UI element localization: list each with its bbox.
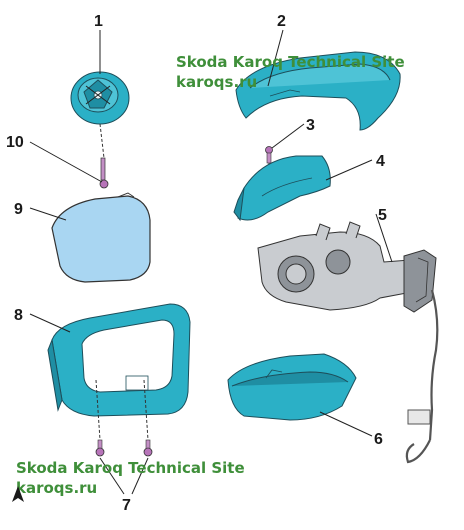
callout-7: 7 bbox=[122, 497, 131, 514]
part-10-screw bbox=[99, 123, 109, 189]
part-8-housing-frame bbox=[47, 303, 191, 417]
callout-4: 4 bbox=[376, 153, 385, 170]
watermark-top-line2: karoqs.ru bbox=[176, 73, 257, 91]
callout-2: 2 bbox=[277, 13, 286, 30]
watermark-bottom-line2: karoqs.ru bbox=[16, 479, 97, 497]
callout-1: 1 bbox=[94, 13, 103, 30]
callout-6: 6 bbox=[374, 431, 383, 448]
part-6-lower-cover bbox=[227, 353, 357, 421]
callout-5: 5 bbox=[378, 207, 387, 224]
arrow-marker-icon bbox=[12, 486, 24, 502]
part-7-screws bbox=[95, 379, 153, 457]
part-2-mirror-cap bbox=[235, 51, 401, 131]
watermark-bottom-line1: Skoda Karoq Technical Site bbox=[16, 459, 245, 477]
part-5-mirror-base bbox=[257, 221, 439, 464]
part-9-mirror-glass bbox=[51, 192, 151, 283]
callout-8: 8 bbox=[14, 307, 23, 324]
callout-3: 3 bbox=[306, 117, 315, 134]
callout-10: 10 bbox=[6, 134, 24, 151]
callout-9: 9 bbox=[14, 201, 23, 218]
watermark-top-line1: Skoda Karoq Technical Site bbox=[176, 53, 405, 71]
part-1-adjustment-drive bbox=[70, 71, 130, 125]
part-4-turn-signal bbox=[233, 155, 331, 222]
leader-lines bbox=[29, 29, 393, 495]
